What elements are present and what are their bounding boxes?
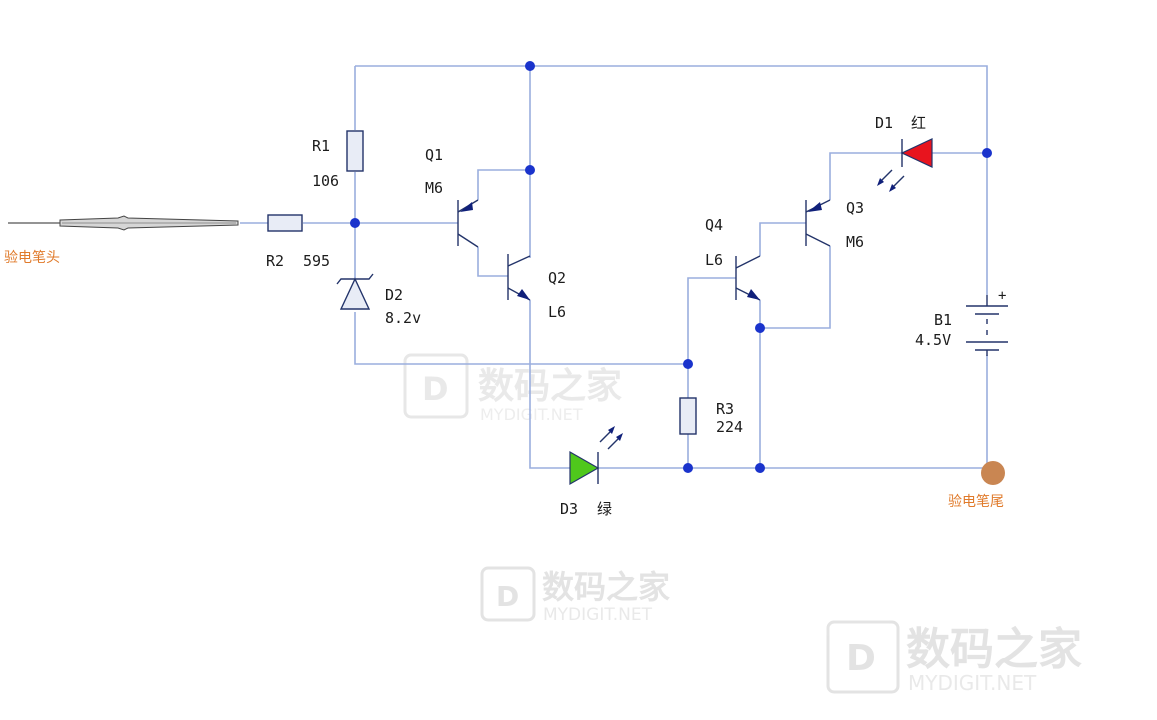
r2-value: 595 xyxy=(303,252,330,270)
probe-head-label: 验电笔头 xyxy=(4,250,60,266)
d2-value: 8.2v xyxy=(385,309,421,327)
q1-type: M6 xyxy=(425,179,443,197)
b1-name: B1 xyxy=(934,311,952,329)
q3-type: M6 xyxy=(846,233,864,251)
transistor-q3 xyxy=(805,199,831,247)
d1-name: D1 xyxy=(875,114,893,132)
battery-b1 xyxy=(966,295,1008,356)
watermark-logo: D xyxy=(846,638,876,679)
b1-plus-sign: + xyxy=(998,288,1006,304)
light-arrows-icon xyxy=(877,169,905,192)
r3-value: 224 xyxy=(716,418,743,436)
probe-tail-label: 验电笔尾 xyxy=(948,494,1004,510)
watermark-logo: D xyxy=(496,580,519,613)
watermark-main: 数码之家 xyxy=(906,624,1082,675)
d2-name: D2 xyxy=(385,286,403,304)
b1-value: 4.5V xyxy=(915,331,951,349)
q2-name: Q2 xyxy=(548,269,566,287)
r1-name: R1 xyxy=(312,137,330,155)
watermark-bottom-right: D 数码之家 MYDIGIT.NET xyxy=(826,620,1082,695)
watermark-sub: MYDIGIT.NET xyxy=(543,605,653,625)
junctions xyxy=(350,61,992,473)
r2-name: R2 xyxy=(266,252,284,270)
d3-note: 绿 xyxy=(597,500,612,518)
q4-name: Q4 xyxy=(705,216,723,234)
transistor-q4 xyxy=(735,255,761,301)
d1-note: 红 xyxy=(911,114,926,132)
wires xyxy=(240,65,988,469)
watermark-sub: MYDIGIT.NET xyxy=(908,671,1037,695)
probe-head-symbol xyxy=(8,215,239,231)
d3-name: D3 xyxy=(560,500,578,518)
transistor-q2 xyxy=(507,254,531,301)
resistor-r1 xyxy=(346,130,364,172)
watermark-main: 数码之家 xyxy=(478,366,622,407)
led-d1-red xyxy=(877,138,933,192)
q2-type: L6 xyxy=(548,303,566,321)
zener-diode-d2 xyxy=(336,273,374,310)
r3-name: R3 xyxy=(716,400,734,418)
probe-tail-terminal xyxy=(981,461,1005,485)
light-arrows-icon xyxy=(599,426,623,450)
transistor-q1 xyxy=(457,199,479,248)
watermark-center: D 数码之家 MYDIGIT.NET xyxy=(403,353,622,424)
q3-name: Q3 xyxy=(846,199,864,217)
watermark-bottom-center: D 数码之家 MYDIGIT.NET xyxy=(480,566,670,625)
q4-type: L6 xyxy=(705,251,723,269)
watermark-main: 数码之家 xyxy=(542,568,670,606)
watermark-logo: D xyxy=(422,370,449,408)
led-d3-green xyxy=(569,426,623,486)
resistor-r2 xyxy=(267,214,303,232)
resistor-r3 xyxy=(679,397,697,435)
watermark-sub: MYDIGIT.NET xyxy=(480,405,583,424)
r1-value: 106 xyxy=(312,172,339,190)
q1-name: Q1 xyxy=(425,146,443,164)
